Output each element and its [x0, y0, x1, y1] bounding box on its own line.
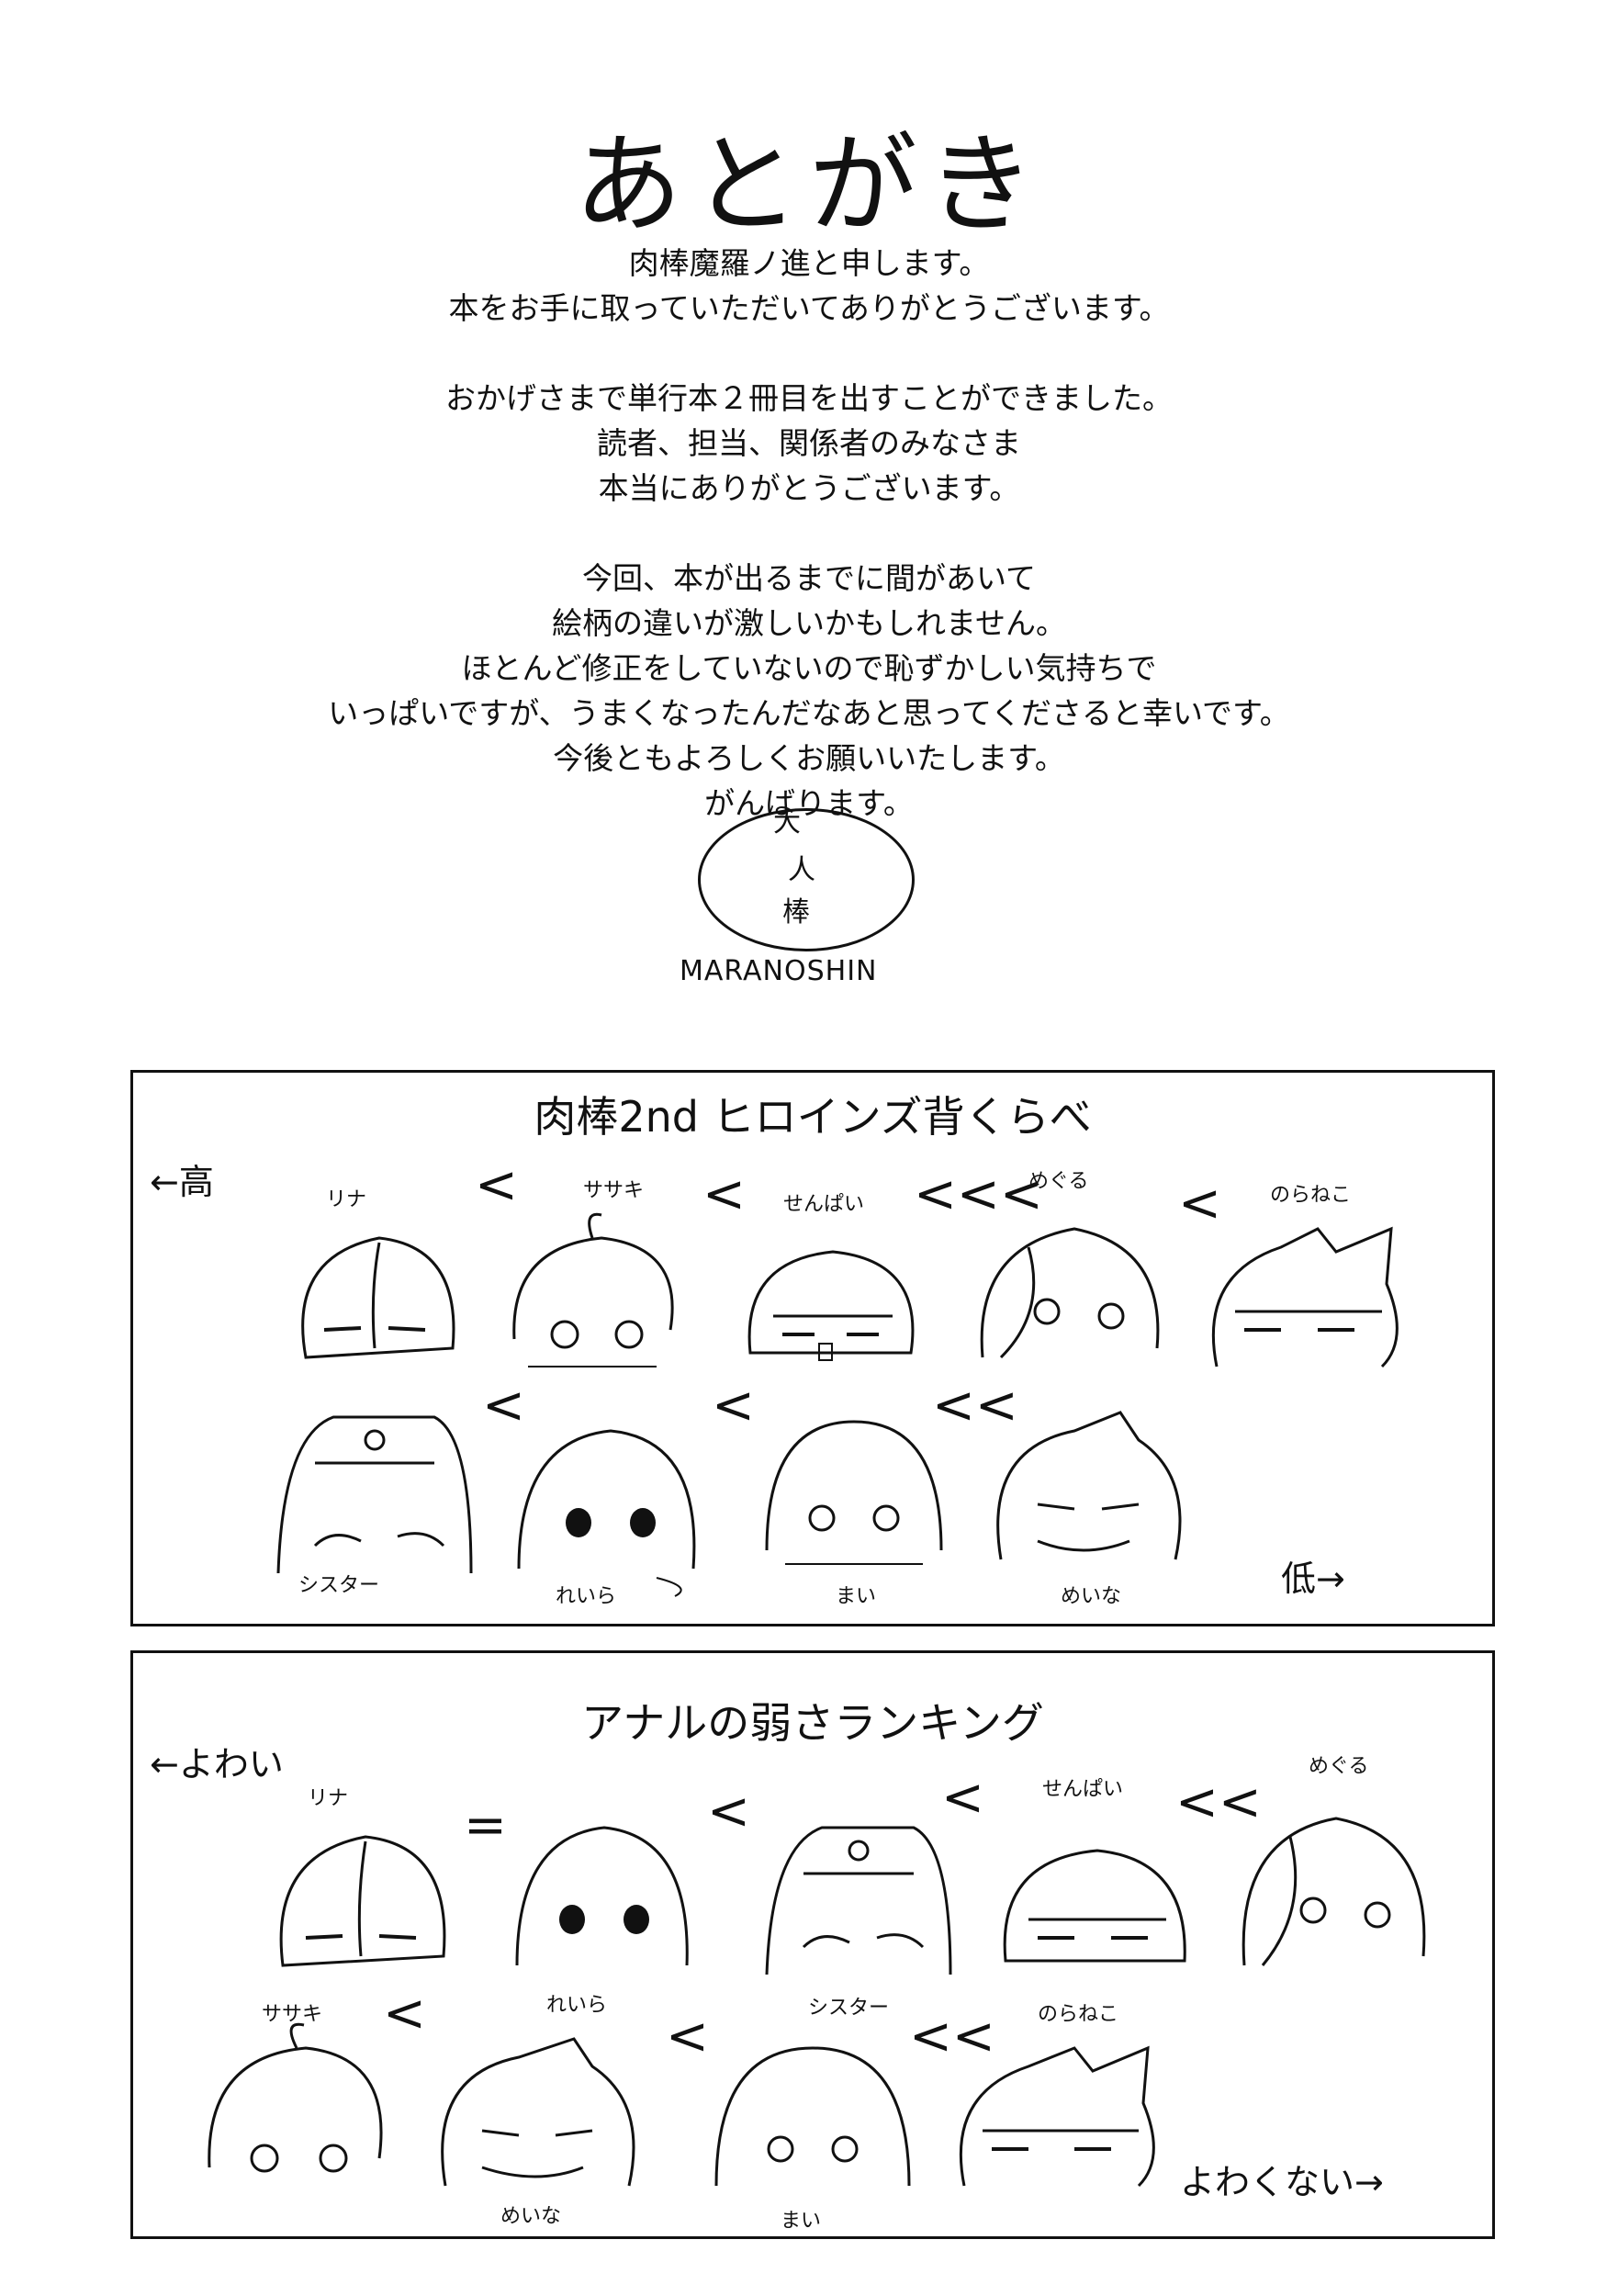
- message-line: 本をお手に取っていただいてありがとうございます。: [448, 290, 1170, 326]
- message-line: 肉棒魔羅ノ進と申します。: [628, 245, 990, 281]
- height-chart-left-label: ←高: [150, 1162, 214, 1202]
- character-name-label: シスター: [298, 1574, 380, 1597]
- comparison-symbol: =: [464, 1795, 507, 1855]
- message-line: おかげさまで単行本２冊目を出すことができました。: [445, 380, 1173, 416]
- character-face-mai: [758, 1403, 950, 1587]
- comparison-symbol: <<: [909, 2007, 995, 2066]
- comparison-symbol: <: [1178, 1174, 1221, 1233]
- message-line: 今回、本が出るまでに間があいて: [581, 560, 1036, 596]
- character-face-meguru: [1235, 1791, 1437, 1993]
- character-face-sasaki: [196, 2020, 398, 2213]
- comparison-symbol: <<<: [914, 1165, 1043, 1224]
- comparison-symbol: <: [702, 1165, 746, 1224]
- character-name-label: れいら: [556, 1585, 617, 1608]
- message-paragraph-2: おかげさまで単行本２冊目を出すことができました。 読者、担当、関係者のみなさま …: [0, 376, 1618, 511]
- signature-kanji: 大: [773, 806, 801, 838]
- character-face-meguru: [973, 1201, 1166, 1385]
- character-face-reira: [508, 1809, 701, 1993]
- character-face-senpai: [996, 1823, 1198, 1998]
- comparison-symbol: <: [482, 1376, 525, 1435]
- message-paragraph-1: 肉棒魔羅ノ進と申します。 本をお手に取っていただいてありがとうございます。: [0, 241, 1618, 331]
- character-name-label: めぐる: [1028, 1170, 1089, 1193]
- character-name-label: れいら: [546, 1994, 608, 2017]
- author-signature: 大 人 棒 MARANOSHIN: [680, 799, 937, 987]
- message-line: 今後ともよろしくお願いいたします。: [553, 740, 1065, 776]
- comparison-symbol: <: [383, 1984, 426, 2043]
- height-chart-title: 肉棒2nd ヒロインズ背くらべ: [534, 1092, 1092, 1142]
- signature-circle: [698, 808, 915, 951]
- weakness-chart-left-label: ←よわい: [150, 1744, 284, 1784]
- weakness-chart-right-label: よわくない→: [1180, 2162, 1384, 2202]
- comparison-symbol: <<: [932, 1376, 1018, 1435]
- character-name-label: まい: [836, 1585, 877, 1608]
- message-line: 本当にありがとうございます。: [598, 470, 1020, 506]
- character-name-label: のらねこ: [1270, 1184, 1352, 1207]
- signature-kanji: 棒: [782, 896, 810, 929]
- character-face-noraneko: [1198, 1210, 1419, 1394]
- weakness-chart-panel: アナルの弱さランキング ←よわい よわくない→ リナ = れいら < シスター …: [130, 1650, 1495, 2239]
- message-line: 絵柄の違いが激しいかもしれません。: [551, 605, 1066, 641]
- character-name-label: ササキ: [262, 2003, 323, 2026]
- character-face-reira: [510, 1412, 712, 1597]
- height-chart-panel: 肉棒2nd ヒロインズ背くらべ ←高 低→ リナ < ササキ < せんぱい <<…: [130, 1070, 1495, 1626]
- character-face-rina: [269, 1818, 462, 1993]
- character-face-rina: [287, 1220, 471, 1385]
- character-name-label: リナ: [326, 1188, 367, 1211]
- afterword-title: あとがき: [573, 121, 1044, 248]
- character-name-label: せんぱい: [1042, 1778, 1124, 1801]
- message-line: いっぱいですが、うまくなったんだなあと思ってくださると幸いです。: [328, 695, 1290, 731]
- character-name-label: ササキ: [583, 1179, 645, 1202]
- character-name-label: まい: [781, 2210, 822, 2233]
- character-name-label: リナ: [308, 1787, 349, 1810]
- afterword-message: 肉棒魔羅ノ進と申します。 本をお手に取っていただいてありがとうございます。 おか…: [0, 241, 1618, 871]
- character-face-sasaki: [500, 1210, 684, 1385]
- comparison-symbol: <<: [1175, 1773, 1262, 1832]
- character-name-label: めいな: [500, 2205, 562, 2228]
- character-name-label: シスター: [808, 1997, 890, 2020]
- character-name-label: めいな: [1061, 1585, 1122, 1608]
- weakness-chart-title: アナルの弱さランキング: [581, 1698, 1044, 1748]
- signature-romaji: MARANOSHIN: [680, 955, 878, 987]
- comparison-symbol: <: [475, 1155, 518, 1215]
- character-face-senpai: [741, 1224, 925, 1390]
- character-face-meina: [983, 1403, 1194, 1587]
- message-line: 読者、担当、関係者のみなさま: [597, 425, 1021, 461]
- character-face-noraneko: [946, 2030, 1175, 2213]
- character-name-label: せんぱい: [783, 1193, 865, 1216]
- character-face-meina: [427, 2030, 647, 2213]
- comparison-symbol: <: [666, 2007, 709, 2066]
- comparison-symbol: <: [941, 1768, 984, 1828]
- character-name-label: のらねこ: [1038, 2003, 1119, 2026]
- character-face-sister: [269, 1399, 480, 1582]
- message-paragraph-3: 今回、本が出るまでに間があいて 絵柄の違いが激しいかもしれません。 ほとんど修正…: [0, 556, 1618, 826]
- comparison-symbol: <: [707, 1782, 750, 1841]
- character-face-mai: [707, 2030, 918, 2213]
- character-face-sister: [758, 1809, 960, 1993]
- height-chart-right-label: 低→: [1281, 1559, 1345, 1599]
- signature-kanji: 人: [788, 854, 815, 886]
- message-line: ほとんど修正をしていないので恥ずかしい気持ちで: [461, 650, 1157, 686]
- comparison-symbol: <: [712, 1376, 755, 1435]
- character-name-label: めぐる: [1309, 1755, 1369, 1778]
